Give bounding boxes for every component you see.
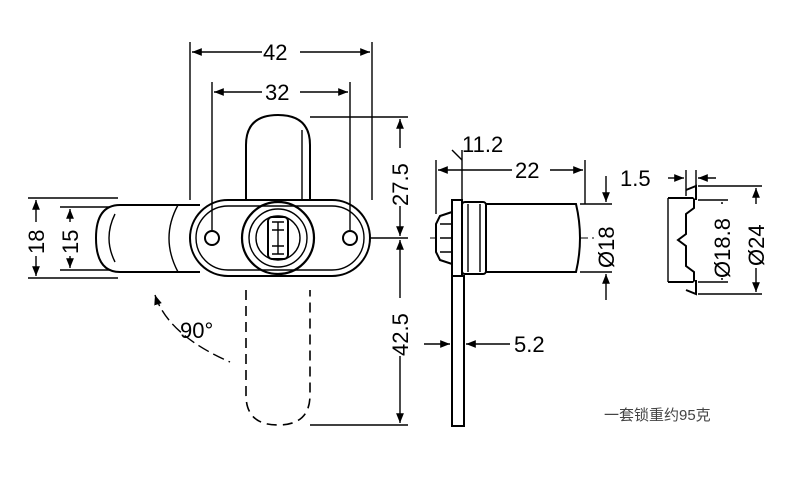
lock-body-inner-line	[195, 205, 365, 271]
flange-chamfer-bottom	[685, 280, 697, 296]
dim-body-height-inner-label: 15	[58, 230, 83, 254]
dim-barrel-diameter-label: Ø18	[594, 226, 619, 268]
side-cam-plate	[451, 275, 465, 427]
barrel	[485, 203, 581, 273]
top-cam-outline	[245, 113, 311, 210]
left-cam-outline	[94, 204, 200, 273]
dim-body-height-outer-label: 18	[24, 230, 49, 254]
left-cam-inner-edge	[108, 213, 116, 263]
right-mounting-hole	[342, 230, 358, 246]
dim-flange-step-label: 1.5	[620, 166, 651, 191]
flange-profile	[668, 197, 695, 283]
key-cylinder-ring	[248, 208, 308, 268]
rotation-angle-label: 90°	[180, 318, 213, 343]
front-view: 90° 42 32 27.5 42.5 18 15	[24, 40, 413, 426]
dim-flange-thickness-label: 11.2	[462, 132, 503, 157]
left-mounting-hole	[204, 230, 220, 246]
left-cam-shade	[168, 204, 179, 273]
rotation-arrow	[154, 294, 231, 363]
nut-ring	[461, 201, 487, 275]
dim-outer-diameter-label: Ø24	[744, 224, 769, 266]
key-cylinder-outer	[240, 200, 316, 276]
keyhole-wards	[272, 221, 284, 255]
weight-note: 一套锁重约95克	[604, 407, 711, 424]
cam-rotated-dashed-outline	[245, 290, 311, 426]
dim-barrel-length-label: 22	[515, 158, 539, 183]
dim-hole-spacing-label: 32	[265, 80, 289, 105]
dim-inner-diameter-label: Ø18.8	[710, 218, 735, 278]
side-view: 11.2 22 Ø18 5.2	[424, 132, 619, 427]
dim-line-11-2	[451, 149, 463, 161]
dim-cam-thickness-label: 5.2	[514, 332, 545, 357]
flange-detail-view: 1.5 Ø18.8 Ø24	[620, 166, 769, 296]
dim-overall-width-label: 42	[263, 40, 287, 65]
dim-cam-bottom-label: 42.5	[388, 313, 413, 356]
flange	[451, 199, 463, 277]
dim-cam-top-label: 27.5	[388, 163, 413, 206]
